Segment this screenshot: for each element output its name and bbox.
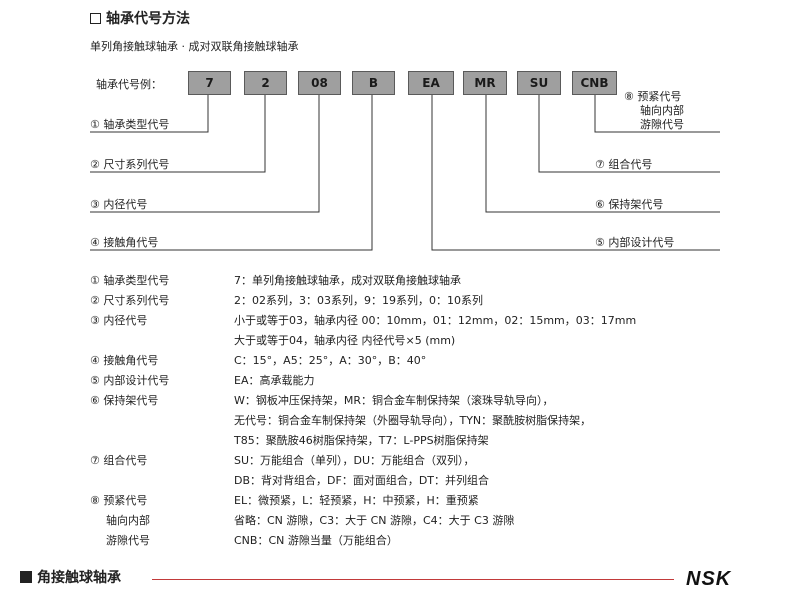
desc-label: 轴向内部 [106, 514, 150, 527]
code-box-type: 7 [188, 71, 231, 95]
footer-title: 角接触球轴承 [20, 567, 121, 587]
desc-label: ④ 接触角代号 [90, 354, 159, 367]
desc-text: 小于或等于03，轴承内径 00：10mm，01：12mm，02：15mm，03：… [234, 314, 637, 327]
desc-label: ② 尺寸系列代号 [90, 294, 170, 307]
desc-text: 2：02系列，3：03系列，9：19系列，0：10系列 [234, 294, 483, 307]
code-box-size: 2 [244, 71, 287, 95]
footer-title-text: 角接触球轴承 [37, 570, 121, 586]
desc-text: 7：单列角接触球轴承，成对双联角接触球轴承 [234, 274, 461, 287]
diagram-label-size: ② 尺寸系列代号 [90, 158, 170, 171]
desc-text: T85：聚酰胺46树脂保持架，T7：L-PPS树脂保持架 [234, 434, 489, 447]
page-subtitle: 单列角接触球轴承 · 成对双联角接触球轴承 [90, 40, 299, 53]
diagram-label-angle: ④ 接触角代号 [90, 236, 159, 249]
desc-text: EA：高承载能力 [234, 374, 315, 387]
desc-text: 省略：CN 游隙，C3：大于 CN 游隙，C4：大于 C3 游隙 [234, 514, 515, 527]
code-box-design: EA [408, 71, 454, 95]
desc-text: SU：万能组合（单列），DU：万能组合（双列）， [234, 454, 475, 467]
code-box-angle: B [352, 71, 395, 95]
desc-label: ⑤ 内部设计代号 [90, 374, 170, 387]
code-box-combination: SU [517, 71, 561, 95]
desc-text: DB：背对背组合，DF：面对面组合，DT：并列组合 [234, 474, 490, 487]
desc-text: 无代号：铜合金车制保持架（外圈导轨导向），TYN：聚酰胺树脂保持架， [234, 414, 592, 427]
diagram-label-preload-1: ⑧ 预紧代号 [624, 90, 682, 103]
footer-divider [152, 579, 674, 580]
code-box-preload: CNB [572, 71, 617, 95]
diagram-label-combination: ⑦ 组合代号 [595, 158, 653, 171]
checkbox-square-icon [90, 12, 101, 24]
desc-label: ① 轴承类型代号 [90, 274, 170, 287]
diagram-label-design: ⑤ 内部设计代号 [595, 236, 675, 249]
diagram-label-type: ① 轴承类型代号 [90, 118, 170, 131]
diagram-label-bore: ③ 内径代号 [90, 198, 148, 211]
code-box-cage: MR [463, 71, 507, 95]
diagram-label-preload-3: 游隙代号 [640, 118, 684, 131]
diagram-label-preload-2: 轴向内部 [640, 104, 684, 117]
diagram-label-cage: ⑥ 保持架代号 [595, 198, 664, 211]
desc-label: ⑦ 组合代号 [90, 454, 148, 467]
desc-text: W：钢板冲压保持架，MR：铜合金车制保持架（滚珠导轨导向）， [234, 394, 554, 407]
page-title: 轴承代号方法 [90, 8, 190, 28]
desc-text: 大于或等于04，轴承内径 内径代号×5 (mm) [234, 334, 456, 347]
desc-text: C：15°，A5：25°，A：30°，B：40° [234, 354, 427, 367]
nsk-logo: NSK [686, 568, 732, 590]
page-title-text: 轴承代号方法 [106, 11, 190, 27]
desc-text: EL：微预紧，L：轻预紧，H：中预紧，H：重预紧 [234, 494, 479, 507]
black-square-icon [20, 571, 32, 583]
desc-label: ③ 内径代号 [90, 314, 148, 327]
example-label: 轴承代号例： [96, 78, 162, 91]
desc-label: 游隙代号 [106, 534, 150, 547]
desc-label: ⑥ 保持架代号 [90, 394, 159, 407]
desc-text: CNB：CN 游隙当量（万能组合） [234, 534, 398, 547]
desc-label: ⑧ 预紧代号 [90, 494, 148, 507]
code-box-bore: 08 [298, 71, 341, 95]
